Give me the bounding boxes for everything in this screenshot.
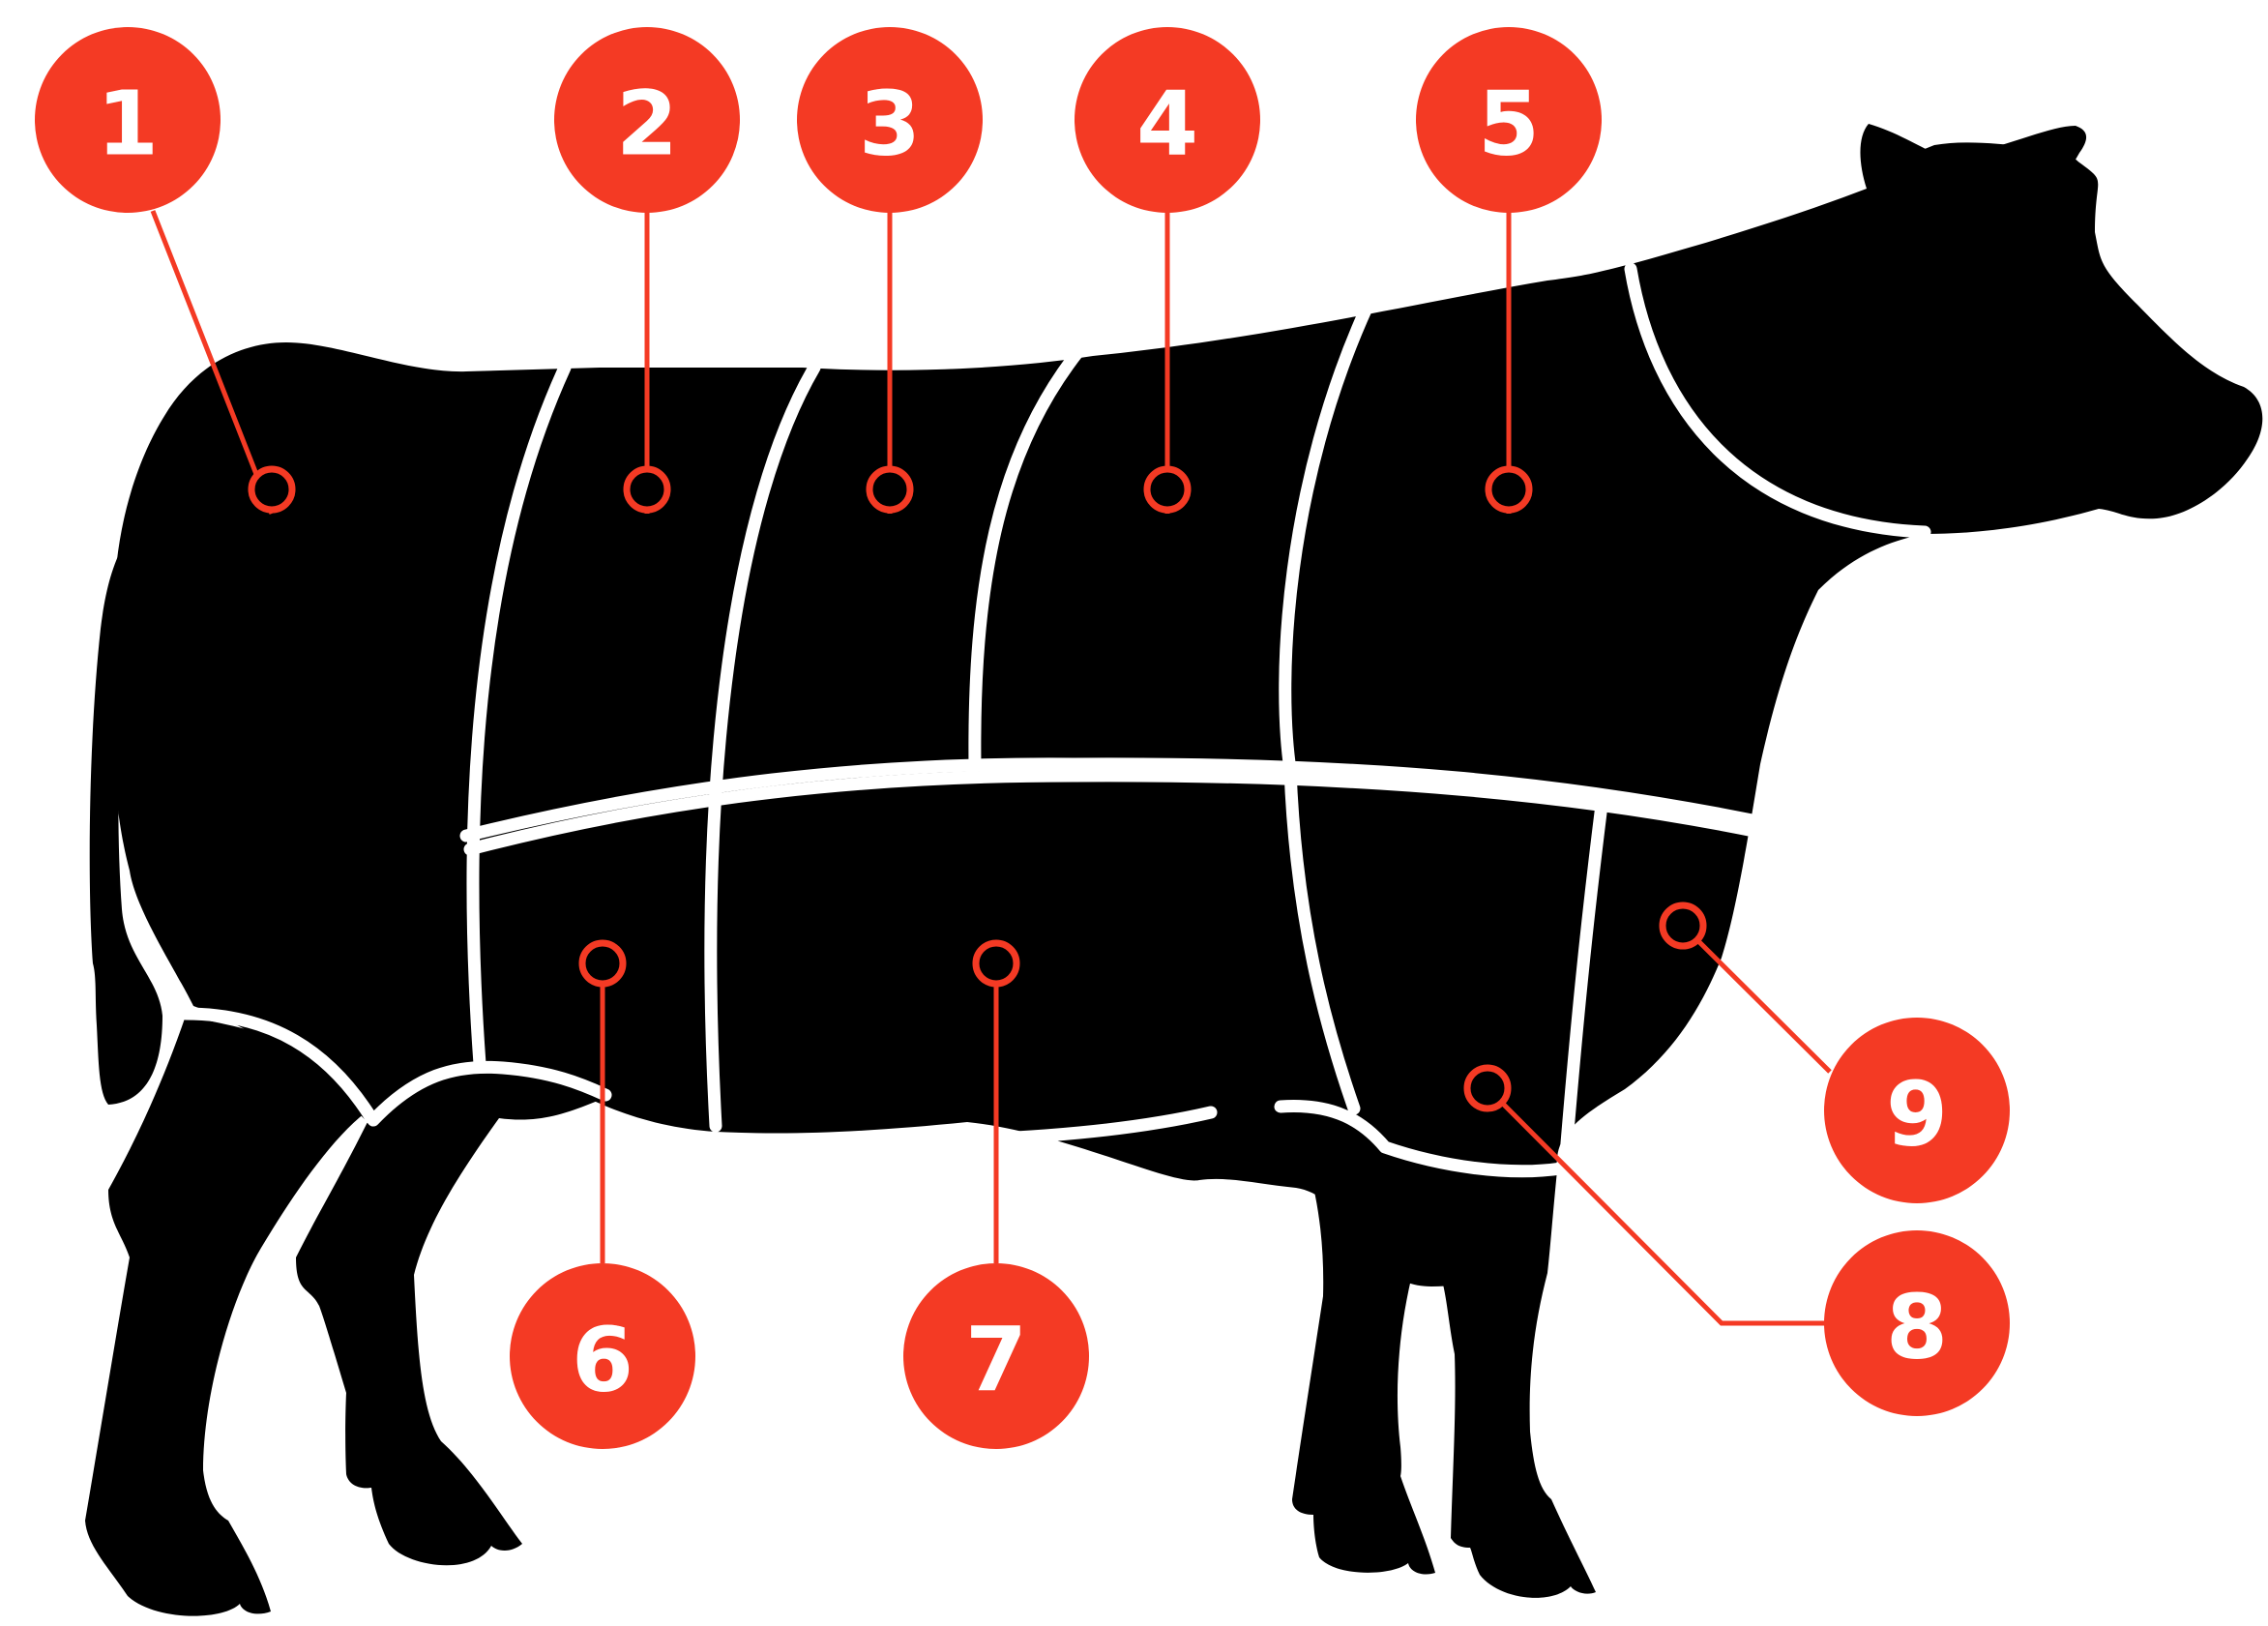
cow-rear-leg-right: [296, 1068, 611, 1566]
leader-line-1: [150, 210, 275, 515]
cut-line-shoulder: [1558, 798, 1608, 1173]
cut-badge-3[interactable]: 3: [797, 27, 983, 213]
cut-badge-2[interactable]: 2: [554, 27, 740, 213]
cow-rear-leg-left: [85, 1016, 366, 1616]
cut-marker-2[interactable]: [623, 465, 671, 514]
cut-line-5-neck: [1624, 262, 1931, 539]
cut-badge-1[interactable]: 1: [35, 27, 221, 213]
cut-badges: 1 2 3 4 5 6 7 8: [35, 27, 2010, 1449]
cut-marker-7[interactable]: [972, 939, 1020, 988]
cut-marker-6[interactable]: [578, 939, 627, 988]
cut-badge-9[interactable]: 9: [1824, 1018, 2010, 1203]
cut-line-3-4: [968, 343, 1086, 773]
cut-badge-2-label: 2: [616, 73, 678, 176]
cut-line-2-3: [704, 361, 821, 1133]
leader-lines: [150, 210, 1832, 1326]
cut-marker-4[interactable]: [1143, 465, 1192, 514]
cut-marker-3[interactable]: [866, 465, 914, 514]
cow-horn: [1963, 126, 2087, 201]
cut-badge-8-label: 8: [1886, 1276, 1948, 1379]
cut-markers: [248, 465, 1707, 1112]
cut-divisions: [179, 262, 1931, 1178]
cut-badge-6[interactable]: 6: [510, 1263, 695, 1449]
cut-marker-5[interactable]: [1485, 465, 1533, 514]
cut-marker-1[interactable]: [248, 465, 296, 514]
cut-badge-7-label: 7: [965, 1309, 1027, 1412]
cut-badge-9-label: 9: [1886, 1063, 1948, 1167]
cut-badge-5-label: 5: [1478, 73, 1540, 176]
leader-line-9: [1681, 924, 1832, 1074]
cow-tail: [89, 517, 162, 1105]
cow-body: [111, 142, 2263, 1286]
cut-badge-1-label: 1: [97, 73, 159, 176]
cow-silhouette: [85, 124, 2263, 1616]
cut-line-rear-leg-2: [367, 1060, 612, 1127]
cut-badge-8[interactable]: 8: [1824, 1230, 2010, 1416]
cow-front-leg-right: [1412, 1157, 1596, 1598]
cut-badge-5[interactable]: 5: [1416, 27, 1602, 213]
cut-line-front-leg: [1274, 1099, 1568, 1178]
cut-line-horizontal-upper: [459, 757, 1806, 843]
cut-badge-6-label: 6: [572, 1309, 633, 1412]
cut-marker-9[interactable]: [1659, 902, 1707, 950]
cut-badge-3-label: 3: [859, 73, 921, 176]
cow-ear: [1860, 124, 1934, 189]
cut-line-4-5: [1279, 299, 1374, 1115]
cut-line-horizontal-lower: [463, 769, 1802, 856]
leader-line-8: [1486, 1086, 1828, 1326]
cut-marker-8[interactable]: [1463, 1064, 1512, 1112]
cut-badge-4-label: 4: [1136, 73, 1198, 176]
cow-front-leg-left: [1281, 1107, 1435, 1575]
cut-line-1-2: [466, 361, 572, 1071]
cut-badge-4[interactable]: 4: [1075, 27, 1260, 213]
cut-badge-7[interactable]: 7: [903, 1263, 1089, 1449]
cut-line-chest: [864, 1106, 1218, 1148]
cut-line-rear-leg: [179, 1007, 378, 1125]
